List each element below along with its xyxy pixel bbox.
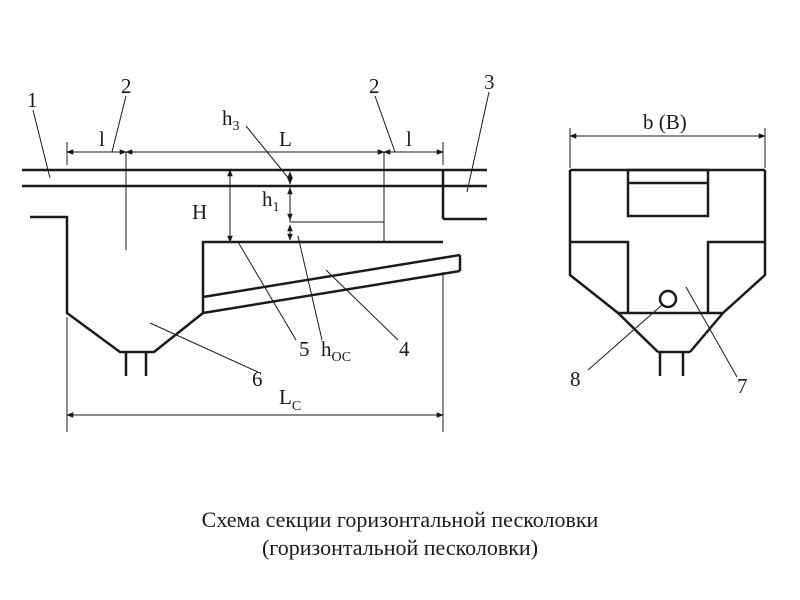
leader-2a	[111, 95, 127, 153]
label-8: 8	[570, 367, 581, 391]
channel-section	[626, 168, 710, 218]
label-2-left: 2	[121, 74, 132, 98]
cross-section	[568, 128, 767, 378]
leader-h3	[245, 125, 291, 181]
longitudinal-section	[22, 91, 490, 432]
label-2-right: 2	[369, 74, 380, 98]
dimension-lines	[32, 91, 490, 432]
label-1: 1	[27, 88, 38, 112]
trough-left	[570, 240, 630, 313]
leader-2b	[374, 95, 396, 153]
diagram-caption: Схема секции горизонтальной песколовки (…	[0, 506, 800, 562]
leader-1	[32, 109, 51, 179]
label-3: 3	[484, 70, 495, 94]
dim-l-left: l	[99, 127, 105, 151]
label-7: 7	[737, 374, 748, 398]
leader-7	[685, 286, 738, 378]
leader-3	[466, 91, 490, 193]
cross-outline-right	[689, 170, 767, 353]
chamber-left-wall	[30, 215, 204, 354]
dim-H: H	[192, 200, 207, 224]
dim-h1: h1	[262, 187, 280, 215]
leader-hoc	[297, 235, 323, 341]
dim-Lc: LС	[279, 385, 301, 414]
label-5: 5	[299, 337, 310, 361]
dim-bB: b (B)	[643, 110, 687, 134]
trough-right	[706, 240, 765, 313]
leader-5	[237, 241, 297, 341]
chamber-right-block	[201, 240, 443, 313]
dim-hoc: hОС	[321, 337, 351, 365]
leader-6	[149, 322, 259, 373]
leader-4	[325, 269, 399, 341]
cross-outline-left	[568, 170, 659, 353]
sand-pipe	[658, 289, 678, 309]
labels: 1 2 2 3 l L l h3 H h1 5 hОС 4 6 LС b (B)…	[27, 70, 748, 414]
label-4: 4	[399, 337, 410, 361]
caption-line-1: Схема секции горизонтальной песколовки	[201, 507, 599, 532]
sediment-bottom	[202, 269, 461, 315]
label-6: 6	[252, 367, 263, 391]
dim-l-right: l	[406, 127, 412, 151]
leader-8	[587, 304, 663, 371]
caption-line-2: (горизонтальной песколовки)	[261, 535, 539, 560]
dim-h3: h3	[222, 106, 240, 134]
dim-L: L	[279, 127, 292, 151]
